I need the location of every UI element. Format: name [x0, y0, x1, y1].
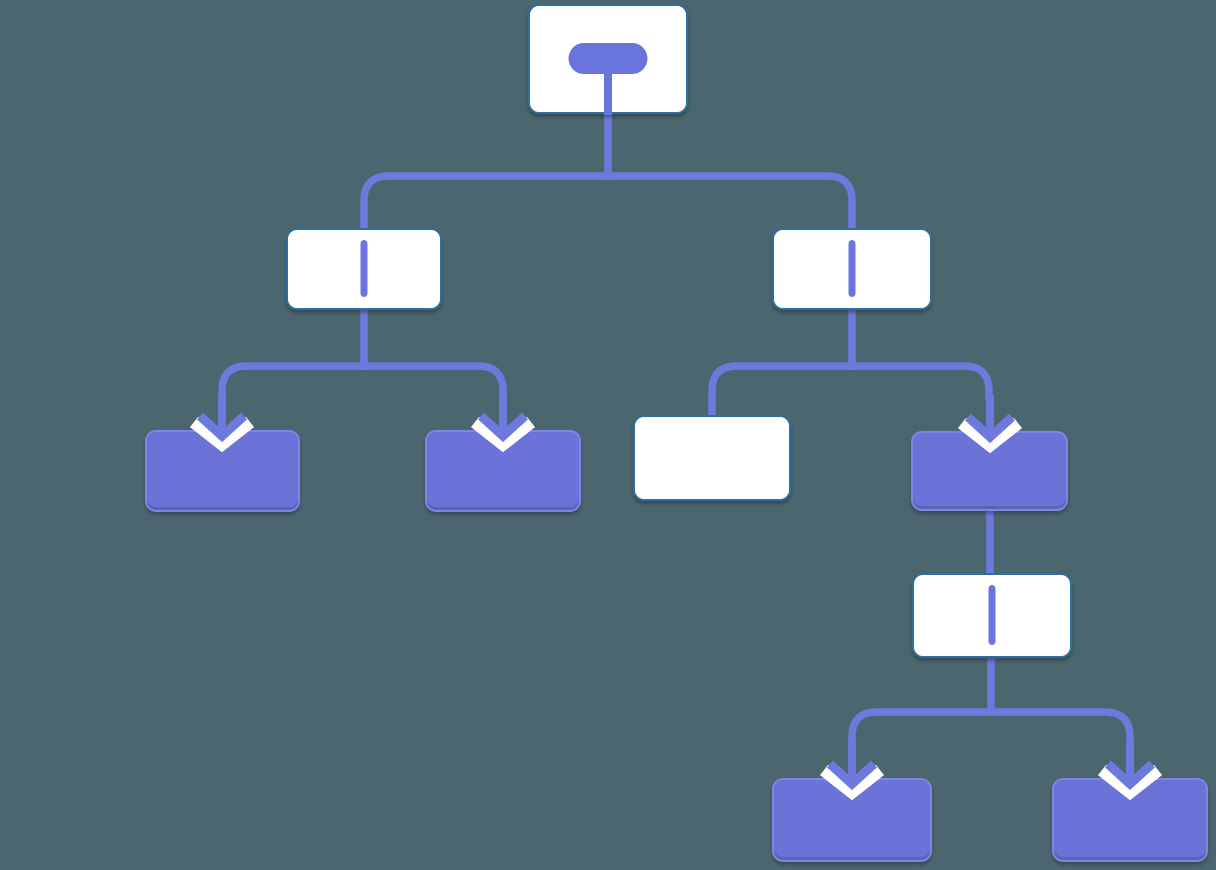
vertical-bar-icon — [360, 240, 368, 297]
vertical-bar-icon — [988, 585, 996, 645]
node-leaf-b-card[interactable] — [425, 430, 581, 512]
edge-branch-left-split — [218, 362, 507, 401]
node-root-card[interactable] — [528, 4, 688, 115]
pill-stem-icon — [604, 66, 612, 115]
node-leaf-c-card[interactable] — [911, 431, 1068, 511]
node-leaf-e-card[interactable] — [1052, 778, 1208, 862]
node-branch-right-card[interactable] — [772, 228, 932, 310]
node-plain-card[interactable] — [633, 415, 791, 501]
vertical-bar-icon — [848, 240, 856, 297]
node-leaf-a-card[interactable] — [145, 430, 300, 512]
edge-branch-right-split — [708, 362, 993, 420]
node-branch-left-card[interactable] — [286, 228, 442, 310]
node-leaf-d-card[interactable] — [772, 778, 932, 862]
edge-level1-split — [360, 172, 856, 236]
node-branch-bottom-card[interactable] — [912, 573, 1072, 658]
edge-bottom-split — [848, 708, 1134, 746]
